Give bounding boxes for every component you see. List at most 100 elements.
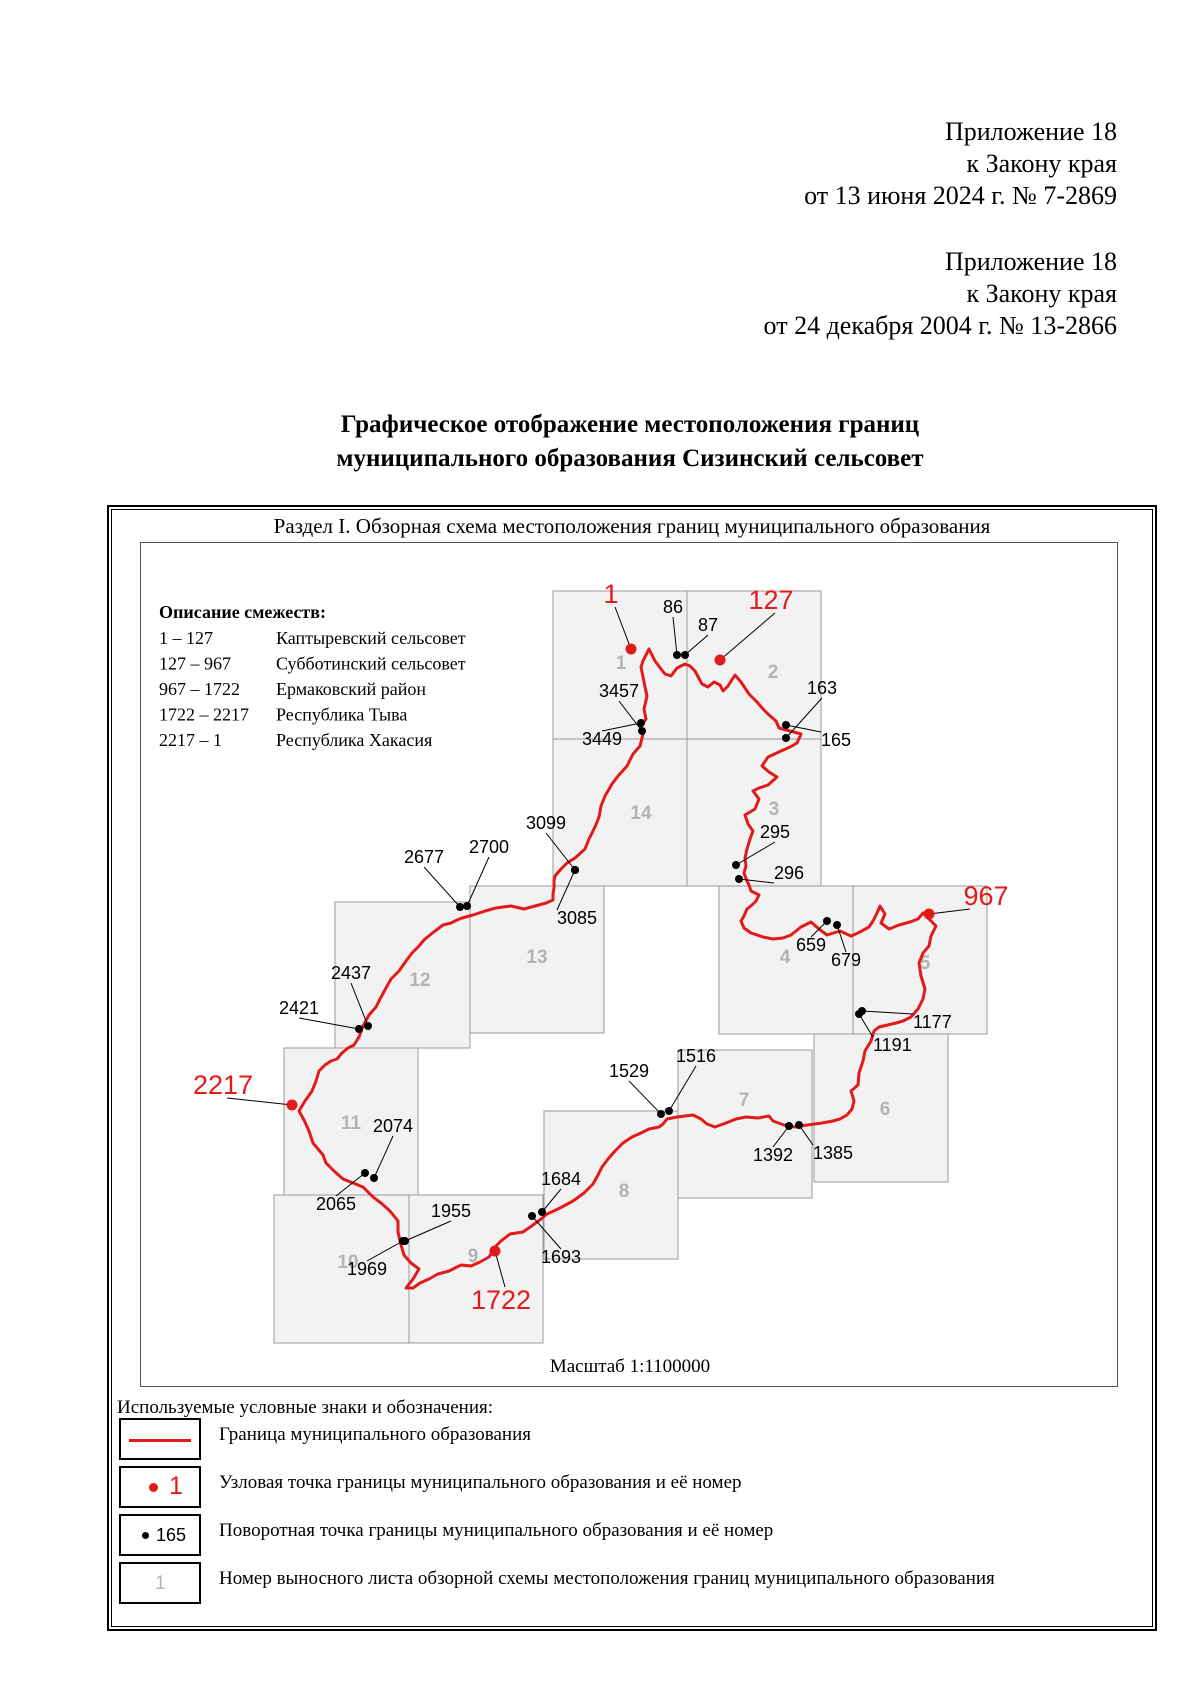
node-point-dot xyxy=(714,654,726,666)
adjacency-name: Каптыревский сельсовет xyxy=(276,628,466,648)
turn-point-label: 2700 xyxy=(469,837,509,857)
turn-point-label: 1177 xyxy=(913,1012,952,1032)
leader-line xyxy=(601,722,642,732)
adjacency-name: Республика Тыва xyxy=(276,705,407,725)
turn-point-label: 2677 xyxy=(404,847,444,867)
sheet-number-label: 10 xyxy=(337,1252,358,1273)
node-point-dot xyxy=(286,1099,298,1111)
map-scale: Масштаб 1:1100000 xyxy=(550,1356,710,1377)
turn-point-label: 2421 xyxy=(279,998,319,1018)
legend-item-turn-point: 165 Поворотная точка границы муниципальн… xyxy=(117,1514,1137,1560)
sheet-number-label: 7 xyxy=(739,1090,750,1111)
sheet-number-label: 5 xyxy=(920,953,931,974)
leader-line xyxy=(618,700,643,732)
turn-point-dot xyxy=(823,917,831,925)
legend-text: Поворотная точка границы муниципального … xyxy=(219,1520,774,1541)
turn-point-label: 296 xyxy=(774,863,804,883)
adjacency-name: Субботинский сельсовет xyxy=(276,654,466,674)
turn-point-dot xyxy=(855,1010,863,1018)
turn-point-dot xyxy=(528,1212,536,1220)
node-point-label: 1 xyxy=(603,579,618,609)
leader-line xyxy=(798,1124,814,1146)
leader-line xyxy=(556,869,576,911)
turn-point-label: 2065 xyxy=(316,1194,356,1214)
adjacency-name: Ермаковский район xyxy=(276,679,426,699)
turn-point-dot xyxy=(355,1025,363,1033)
turn-point-dot xyxy=(681,651,689,659)
sheet-number-label: 12 xyxy=(409,970,430,991)
leader-line xyxy=(541,1188,562,1213)
black-dot-icon xyxy=(142,1532,149,1539)
legend-title: Используемые условные знаки и обозначени… xyxy=(117,1397,494,1418)
node-point-dot xyxy=(923,908,935,920)
turn-point-dot xyxy=(833,921,841,929)
turn-point-label: 1955 xyxy=(431,1201,471,1221)
leader-line xyxy=(684,634,709,656)
turn-point-label: 3457 xyxy=(599,681,639,701)
adjacency-range: 127 – 967 xyxy=(159,654,231,674)
turn-point-label: 1684 xyxy=(541,1169,581,1189)
leader-line xyxy=(466,856,490,907)
title-line: Графическое отображение местоположения г… xyxy=(340,411,920,438)
sheet-number-label: 2 xyxy=(768,662,779,683)
sheet-box xyxy=(552,738,688,887)
leader-line xyxy=(785,697,823,739)
turn-point-dot xyxy=(785,1122,793,1130)
leader-line xyxy=(738,878,775,884)
turn-point-dot xyxy=(782,734,790,742)
sheet-number-label: 9 xyxy=(468,1246,479,1267)
inner-frame xyxy=(111,509,1153,1627)
turn-point-dot xyxy=(364,1022,372,1030)
leader-line xyxy=(836,924,847,953)
leader-line xyxy=(614,606,632,650)
legend-sample: 1 xyxy=(155,1573,166,1594)
leader-line xyxy=(545,832,576,871)
leader-line xyxy=(531,1215,562,1250)
appendix-line: к Закону края xyxy=(966,279,1117,308)
adjacency-heading: Описание смежеств: xyxy=(159,602,326,622)
turn-point-label: 3085 xyxy=(557,908,597,928)
node-point-dot xyxy=(489,1245,501,1257)
legend-text: Узловая точка границы муниципального обр… xyxy=(219,1472,742,1493)
turn-point-label: 679 xyxy=(831,950,861,970)
leader-line xyxy=(928,908,971,915)
sheet-number-label: 4 xyxy=(780,947,791,968)
turn-point-label: 659 xyxy=(796,935,826,955)
sheet-number-label: 6 xyxy=(880,1099,891,1120)
turn-point-dot xyxy=(456,903,464,911)
section-title: Раздел I. Обзорная схема местоположения … xyxy=(273,514,991,538)
turn-point-label: 1529 xyxy=(609,1061,649,1081)
outer-frame xyxy=(107,505,1157,1631)
leader-line xyxy=(672,616,678,656)
boundary-line-symbol xyxy=(119,1418,201,1460)
leader-line xyxy=(350,982,369,1027)
red-dot-icon xyxy=(149,1483,158,1492)
turn-point-label: 295 xyxy=(760,822,790,842)
appendix-line: от 13 июня 2024 г. № 7-2869 xyxy=(804,181,1117,210)
turn-point-label: 163 xyxy=(807,678,837,698)
leader-line xyxy=(404,1220,452,1242)
leader-line xyxy=(494,1250,506,1288)
turn-point-label: 1392 xyxy=(753,1145,793,1165)
appendix-header-old: Приложение 18 к Закону края от 24 декабр… xyxy=(764,246,1117,342)
leader-line xyxy=(772,1125,790,1148)
appendix-line: Приложение 18 xyxy=(944,247,1117,276)
turn-point-dot xyxy=(673,651,681,659)
turn-point-label: 2074 xyxy=(373,1116,413,1136)
turn-point-label: 1969 xyxy=(347,1259,387,1279)
turn-point-dot xyxy=(571,866,579,874)
sheet-box xyxy=(283,1047,419,1196)
turn-point-dot xyxy=(538,1208,546,1216)
title-line: муниципального образования Сизинский сел… xyxy=(336,445,924,472)
legend-text: Номер выносного листа обзорной схемы мес… xyxy=(219,1568,995,1589)
sheet-number-label: 11 xyxy=(341,1113,362,1134)
turn-point-dot xyxy=(657,1110,665,1118)
leader-line xyxy=(226,1097,293,1106)
appendix-line: от 24 декабря 2004 г. № 13-2866 xyxy=(763,311,1117,340)
appendix-header-new: Приложение 18 к Закону края от 13 июня 2… xyxy=(804,116,1117,212)
node-point-label: 127 xyxy=(748,585,793,615)
